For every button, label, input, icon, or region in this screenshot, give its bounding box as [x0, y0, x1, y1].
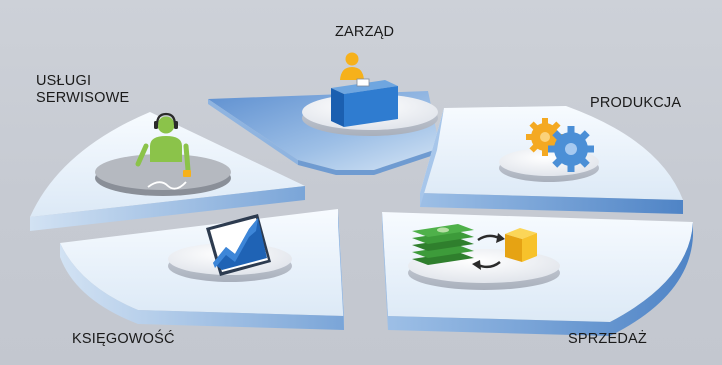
- label-uslugi-line-1: USŁUGI: [36, 73, 92, 89]
- manager-desk-icon: [331, 52, 398, 127]
- label-sprzedaz: SPRZEDAŻ: [568, 331, 647, 347]
- label-uslugi-line-2: SERWISOWE: [36, 90, 130, 106]
- money-exchange-icon: [412, 224, 537, 270]
- label-produkcja: PRODUKCJA: [590, 95, 682, 111]
- disc-uslugi: [95, 154, 231, 196]
- label-uslugi-serwisowe: USŁUGI SERWISOWE: [36, 73, 129, 107]
- label-zarzad: ZARZĄD: [335, 24, 395, 40]
- label-ksiegowosc: KSIĘGOWOŚĆ: [72, 331, 175, 347]
- gears-icon: [526, 118, 594, 172]
- headset-operator-icon: [135, 112, 191, 190]
- growth-chart-icon: [206, 214, 271, 276]
